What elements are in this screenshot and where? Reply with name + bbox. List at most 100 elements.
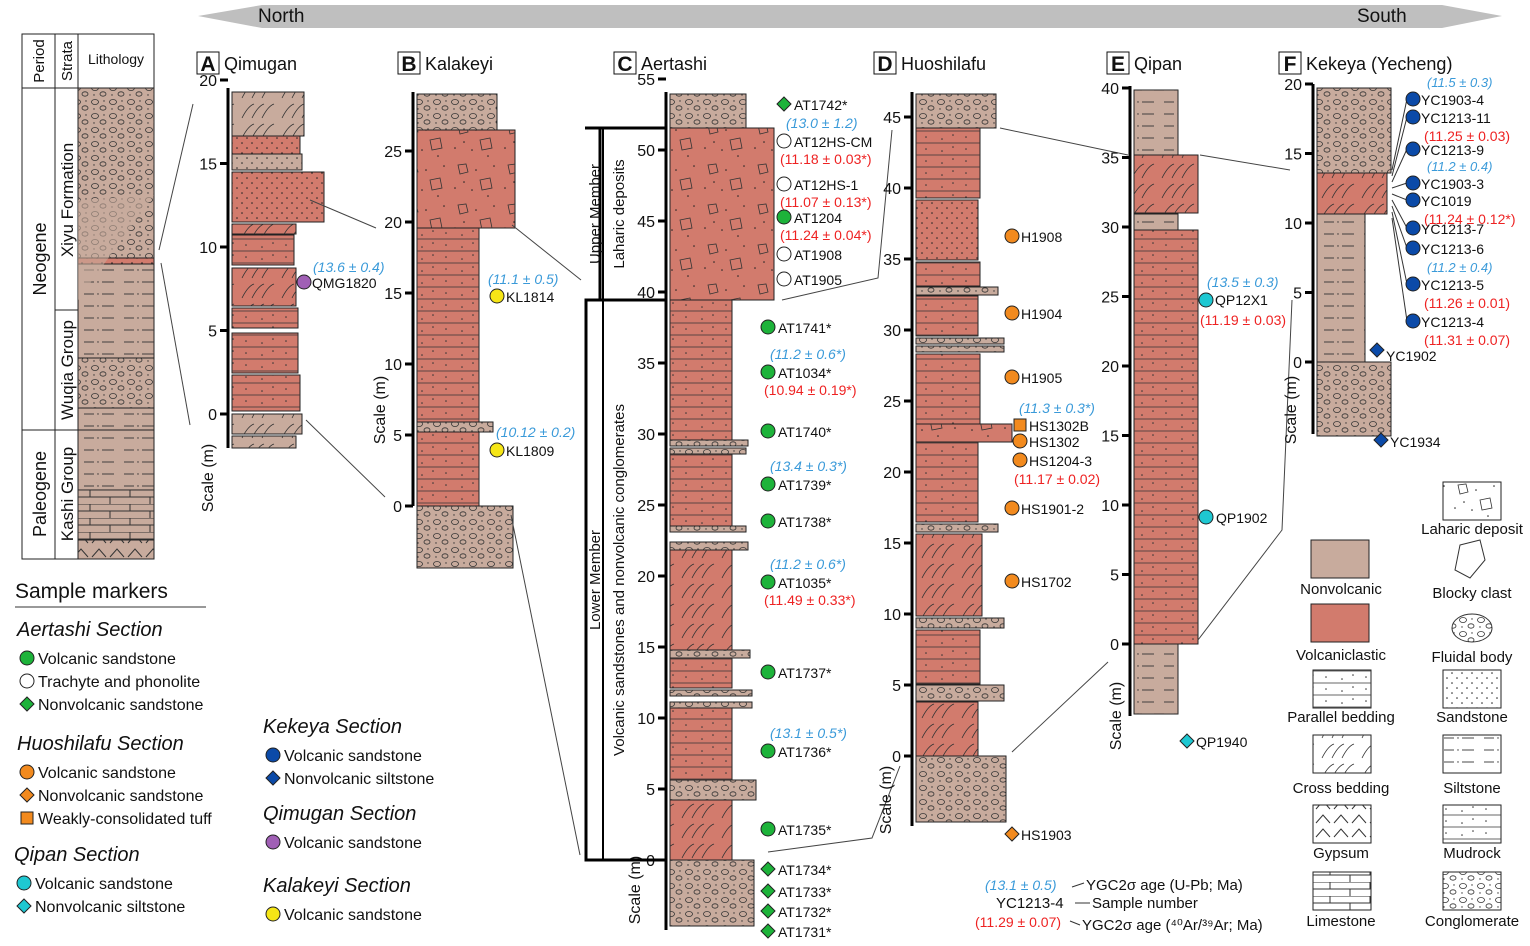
sample-id: YC1213-7 xyxy=(1421,221,1484,237)
sample-id: AT1740* xyxy=(778,424,832,440)
section-f-tick-label: 5 xyxy=(1293,286,1302,303)
a-bed xyxy=(231,374,301,412)
a-bed-pattern xyxy=(232,414,302,434)
section-b-tick-label: 10 xyxy=(384,357,402,374)
sample-id: HS1302B xyxy=(1029,418,1089,434)
c-bed-pattern xyxy=(670,128,774,300)
header-strata: Strata xyxy=(59,40,76,81)
sample-marker xyxy=(1004,500,1020,516)
c-bed-pattern xyxy=(670,440,748,446)
legend-section-title: Kalakeyi Section xyxy=(263,875,411,897)
ar-ar-age: (10.94 ± 0.19*) xyxy=(764,382,857,398)
d-bed-pattern xyxy=(916,128,980,198)
c-bed-pattern xyxy=(670,94,746,128)
section-d-tick-label: 0 xyxy=(892,749,901,766)
legend-item-label: Volcanic sandstone xyxy=(35,876,173,893)
d-bed-pattern xyxy=(916,287,998,295)
c-bed xyxy=(669,799,733,861)
lith-limestone-pattern xyxy=(78,490,154,540)
c-bed-pattern xyxy=(670,550,732,650)
d-bed xyxy=(915,617,1005,629)
sample-marker xyxy=(1405,220,1421,236)
e-bed-pattern xyxy=(1134,90,1178,155)
section-e-letter: E xyxy=(1111,53,1125,76)
sample-markers-title: Sample markers xyxy=(15,580,168,603)
d-bed xyxy=(915,345,1005,353)
correlation-line xyxy=(999,127,1129,156)
legend-volcaniclastic: Volcaniclastic xyxy=(1296,647,1387,664)
sample-id: YC1019 xyxy=(1421,193,1472,209)
d-bed xyxy=(915,127,981,199)
section-f-tick-label: 0 xyxy=(1293,355,1302,372)
section-a-letter-box xyxy=(196,51,220,75)
sample-marker xyxy=(1013,418,1027,432)
c-bed xyxy=(669,779,757,801)
sample-marker xyxy=(760,513,776,529)
sample-marker-yc1934 xyxy=(1373,432,1389,448)
section-b-axis-label: Scale (m) xyxy=(372,376,389,444)
d-bed-pattern xyxy=(916,524,998,532)
e-bed xyxy=(1133,154,1199,214)
section-d-axis-label: Scale (m) xyxy=(878,766,895,834)
sample-marker xyxy=(1012,452,1028,468)
section-a-tick-label: 5 xyxy=(208,324,217,341)
sample-marker xyxy=(1004,305,1020,321)
legend-swatch-laharic-pattern xyxy=(1443,482,1501,520)
d-bed-pattern xyxy=(916,338,1004,344)
sample-id: YC1903-3 xyxy=(1421,176,1484,192)
strata-kashi: Kashi Group xyxy=(58,447,77,542)
legend-swatch-laharic xyxy=(1442,481,1502,521)
sample-marker-qp1902 xyxy=(1198,509,1214,525)
c-bed xyxy=(669,93,747,129)
strata-xiyu: Xiyu Formation xyxy=(58,143,77,257)
c-bed xyxy=(669,689,753,697)
legend-item-label: Nonvolcanic siltstone xyxy=(35,899,185,916)
sample-marker xyxy=(1012,433,1028,449)
c-bed xyxy=(669,859,755,927)
section-d-tick-label: 20 xyxy=(883,465,901,482)
period-neogene: Neogene xyxy=(30,222,50,295)
legend-swatch-siltstone-pattern xyxy=(1443,735,1501,773)
correlation-line xyxy=(1199,154,1291,171)
sample-id: QMG1820 xyxy=(312,275,377,291)
correlation-line xyxy=(510,514,581,856)
d-bed-pattern xyxy=(916,200,978,260)
sample-id: QP1902 xyxy=(1216,510,1268,526)
lith-limestone xyxy=(77,489,155,541)
section-e-letter-box xyxy=(1106,51,1130,75)
upb-age: (11.2 ± 0.4) xyxy=(1427,260,1492,275)
age-key-spacer: ⌐ xyxy=(1073,889,1074,891)
d-bed-pattern xyxy=(916,685,1004,701)
c-bed-pattern xyxy=(670,454,732,526)
legend-item-label: Volcanic sandstone xyxy=(284,907,422,924)
legend-swatch-limestone xyxy=(1312,871,1372,911)
section-b-tick-label: 20 xyxy=(384,215,402,232)
sample-id: HS1901-2 xyxy=(1021,501,1084,517)
sample-leader-line xyxy=(1391,148,1408,183)
c-bed-pattern xyxy=(670,690,752,696)
sample-marker xyxy=(1004,228,1020,244)
a-bed xyxy=(231,153,303,171)
sample-id: AT1034* xyxy=(778,365,832,381)
legend-swatch-conglomerate-pattern xyxy=(1443,872,1501,910)
section-c-tick-label: 20 xyxy=(637,569,655,586)
legend-swatch-volcaniclastic xyxy=(1310,603,1370,643)
a-bed-pattern xyxy=(232,172,324,222)
section-f-letter-box xyxy=(1278,51,1302,75)
sample-id: AT1741* xyxy=(778,320,832,336)
sample-id: AT1905 xyxy=(794,272,842,288)
section-c-tick-label: 50 xyxy=(637,143,655,160)
sample-id: YC1213-5 xyxy=(1421,277,1484,293)
sample-leader-line xyxy=(1391,211,1408,285)
upb-age: (13.4 ± 0.3*) xyxy=(770,458,847,474)
section-e-tick-label: 10 xyxy=(1101,498,1119,515)
ar-ar-age: (11.18 ± 0.03*) xyxy=(780,151,871,167)
c-bed xyxy=(669,299,733,441)
sample-marker xyxy=(776,271,792,287)
strata-wuqia: Wuqia Group xyxy=(58,320,77,420)
sample-marker xyxy=(760,883,776,899)
section-b-tick-label: 15 xyxy=(384,286,402,303)
lith-gypsum-pattern xyxy=(78,540,154,559)
legend-item-label: Trachyte and phonolite xyxy=(38,674,200,691)
a-bed xyxy=(231,135,301,155)
